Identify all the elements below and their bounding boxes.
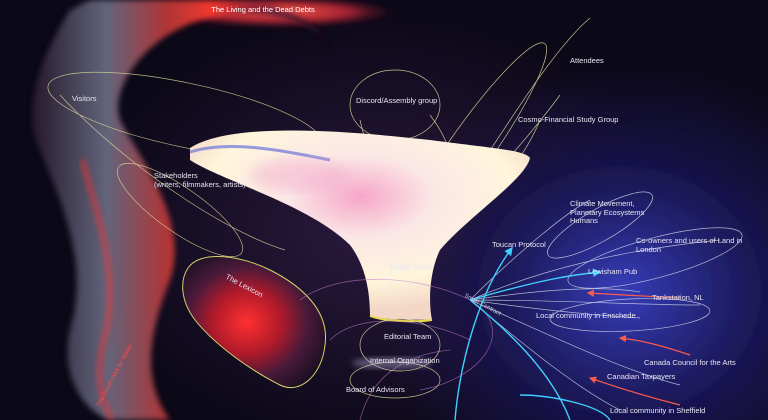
lexicon-blob xyxy=(182,256,327,389)
node-lewisham-pub: Lewisham Pub xyxy=(588,267,638,276)
node-toucan-protocol: Toucan Protocol xyxy=(492,240,546,249)
internal-glow xyxy=(352,357,432,369)
node-canada-council: Canada Council for the Arts xyxy=(644,358,736,367)
node-co-owners-land-london: Co-owners and users of Land in London xyxy=(636,236,743,254)
node-internal-organization: Internal Organization xyxy=(370,356,440,365)
node-climate-movement: Climate Movement, Planetary Ecosystems H… xyxy=(570,199,645,226)
blue-haze xyxy=(450,140,768,420)
red-arrows xyxy=(586,289,691,406)
node-attendees: Attendees xyxy=(570,56,604,65)
cyan-arrows xyxy=(454,246,611,420)
node-cosmo-financial-study-group: Cosmo-Financial Study Group xyxy=(518,115,619,124)
node-stakeholders-detail: (writers, filmmakers, artists) xyxy=(154,180,246,189)
smart-contract-links xyxy=(469,191,743,411)
node-editorial-team: Editorial Team xyxy=(384,332,432,341)
node-local-community-sheffield: Local community in Sheffield xyxy=(610,406,706,415)
funnel-yellow-rim xyxy=(369,315,433,323)
node-board-of-advisors: Board of Advisors xyxy=(346,385,405,394)
node-stakeholders: Stakeholders xyxy=(154,171,198,180)
node-local-community-enschede: Local community in Enschede xyxy=(536,311,636,320)
node-digital-souls: Digital Souls xyxy=(390,262,432,271)
diagram-title: The Living and the Dead Debts xyxy=(211,5,315,14)
funnel-blue-rim xyxy=(189,145,331,162)
node-visitors: Visitors xyxy=(72,94,97,103)
node-tankstation-nl: Tankstation, NL xyxy=(652,293,704,302)
node-discord-assembly-group: Discord/Assembly group xyxy=(356,96,438,105)
plume-red-streak xyxy=(79,159,115,420)
funnel-pink-blush xyxy=(250,159,350,191)
node-canadian-taxpayers: Canadian Taxpayers xyxy=(607,372,676,381)
